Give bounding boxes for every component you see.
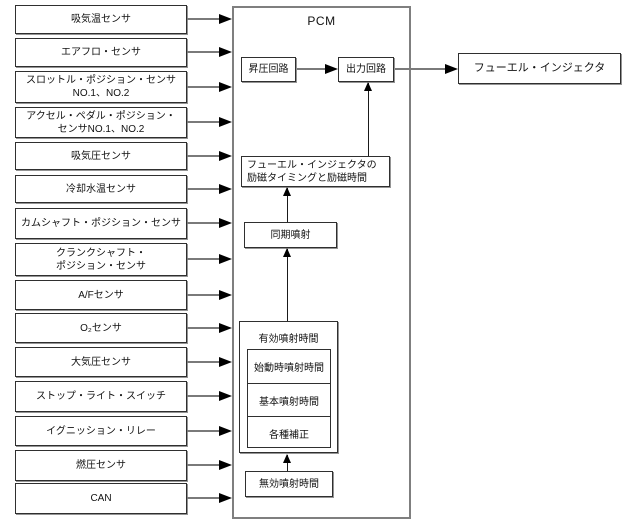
input-arrow-8 — [187, 254, 232, 264]
relay-ignition-box: イグニッション・リレー — [15, 416, 187, 446]
effective-injection-components: 始動時噴射時間 基本噴射時間 各種補正 — [247, 349, 331, 448]
invalid-injection-time-box: 無効噴射時間 — [245, 471, 333, 497]
boost-circuit-box: 昇圧回路 — [241, 57, 296, 82]
input-arrow-4 — [187, 117, 232, 127]
sensor-af-box: A/Fセンサ — [15, 280, 187, 310]
output-circuit-box: 出力回路 — [338, 57, 394, 82]
boost-to-output-arrow — [297, 64, 338, 74]
sensor-crankshaft-position-box: クランクシャフト・ ポジション・センサ — [15, 243, 187, 276]
input-arrow-9 — [187, 290, 232, 300]
input-arrow-3 — [187, 82, 232, 92]
switch-stop-light-box: ストップ・ライト・スイッチ — [15, 381, 187, 412]
pcm-title: PCM — [307, 14, 336, 28]
can-bus-box: CAN — [15, 483, 187, 514]
input-arrow-10 — [187, 323, 232, 333]
excitation-to-output-arrow — [364, 82, 372, 156]
input-arrow-7 — [187, 218, 232, 228]
input-arrow-6 — [187, 184, 232, 194]
effective-injection-time-title: 有効噴射時間 — [258, 334, 319, 345]
input-arrow-14 — [187, 460, 232, 470]
input-arrow-12 — [187, 391, 232, 401]
sensor-fuel-pressure-box: 燃圧センサ — [15, 450, 187, 481]
sensor-accel-pedal-position-box: アクセル・ペダル・ポジション・ センサNO.1、NO.2 — [15, 107, 187, 138]
start-injection-time-row: 始動時噴射時間 — [254, 363, 324, 374]
basic-injection-time-row: 基本噴射時間 — [248, 383, 330, 416]
input-arrow-13 — [187, 426, 232, 436]
excitation-timing-box: フューエル・インジェクタの 励磁タイミングと励磁時間 — [241, 156, 390, 187]
effective-to-sync-arrow — [283, 248, 291, 321]
invalid-to-effective-arrow — [283, 454, 291, 471]
effective-injection-time-box: 有効噴射時間 始動時噴射時間 基本噴射時間 各種補正 — [239, 321, 338, 453]
output-to-injector-arrow — [395, 64, 458, 74]
sensor-camshaft-position-box: カムシャフト・ポジション・センサ — [15, 208, 187, 239]
fuel-injector-box: フューエル・インジェクタ — [458, 53, 621, 84]
sync-to-excitation-arrow — [283, 187, 291, 222]
sensor-throttle-position-box: スロットル・ポジション・センサ NO.1、NO.2 — [15, 71, 187, 103]
sensor-intake-pressure-box: 吸気圧センサ — [15, 142, 187, 170]
sensor-o2-box: O₂センサ — [15, 313, 187, 343]
input-arrow-5 — [187, 151, 232, 161]
input-arrow-1 — [187, 14, 232, 24]
sensor-intake-air-temp-box: 吸気温センサ — [15, 5, 187, 34]
sensor-atmospheric-pressure-box: 大気圧センサ — [15, 347, 187, 377]
sync-injection-box: 同期噴射 — [244, 222, 337, 248]
various-corrections-row: 各種補正 — [248, 416, 330, 449]
sensor-coolant-temp-box: 冷却水温センサ — [15, 175, 187, 203]
input-arrow-2 — [187, 47, 232, 57]
sensor-airflow-box: エアフロ・センサ — [15, 38, 187, 67]
input-arrow-15 — [187, 493, 232, 503]
input-arrow-11 — [187, 357, 232, 367]
